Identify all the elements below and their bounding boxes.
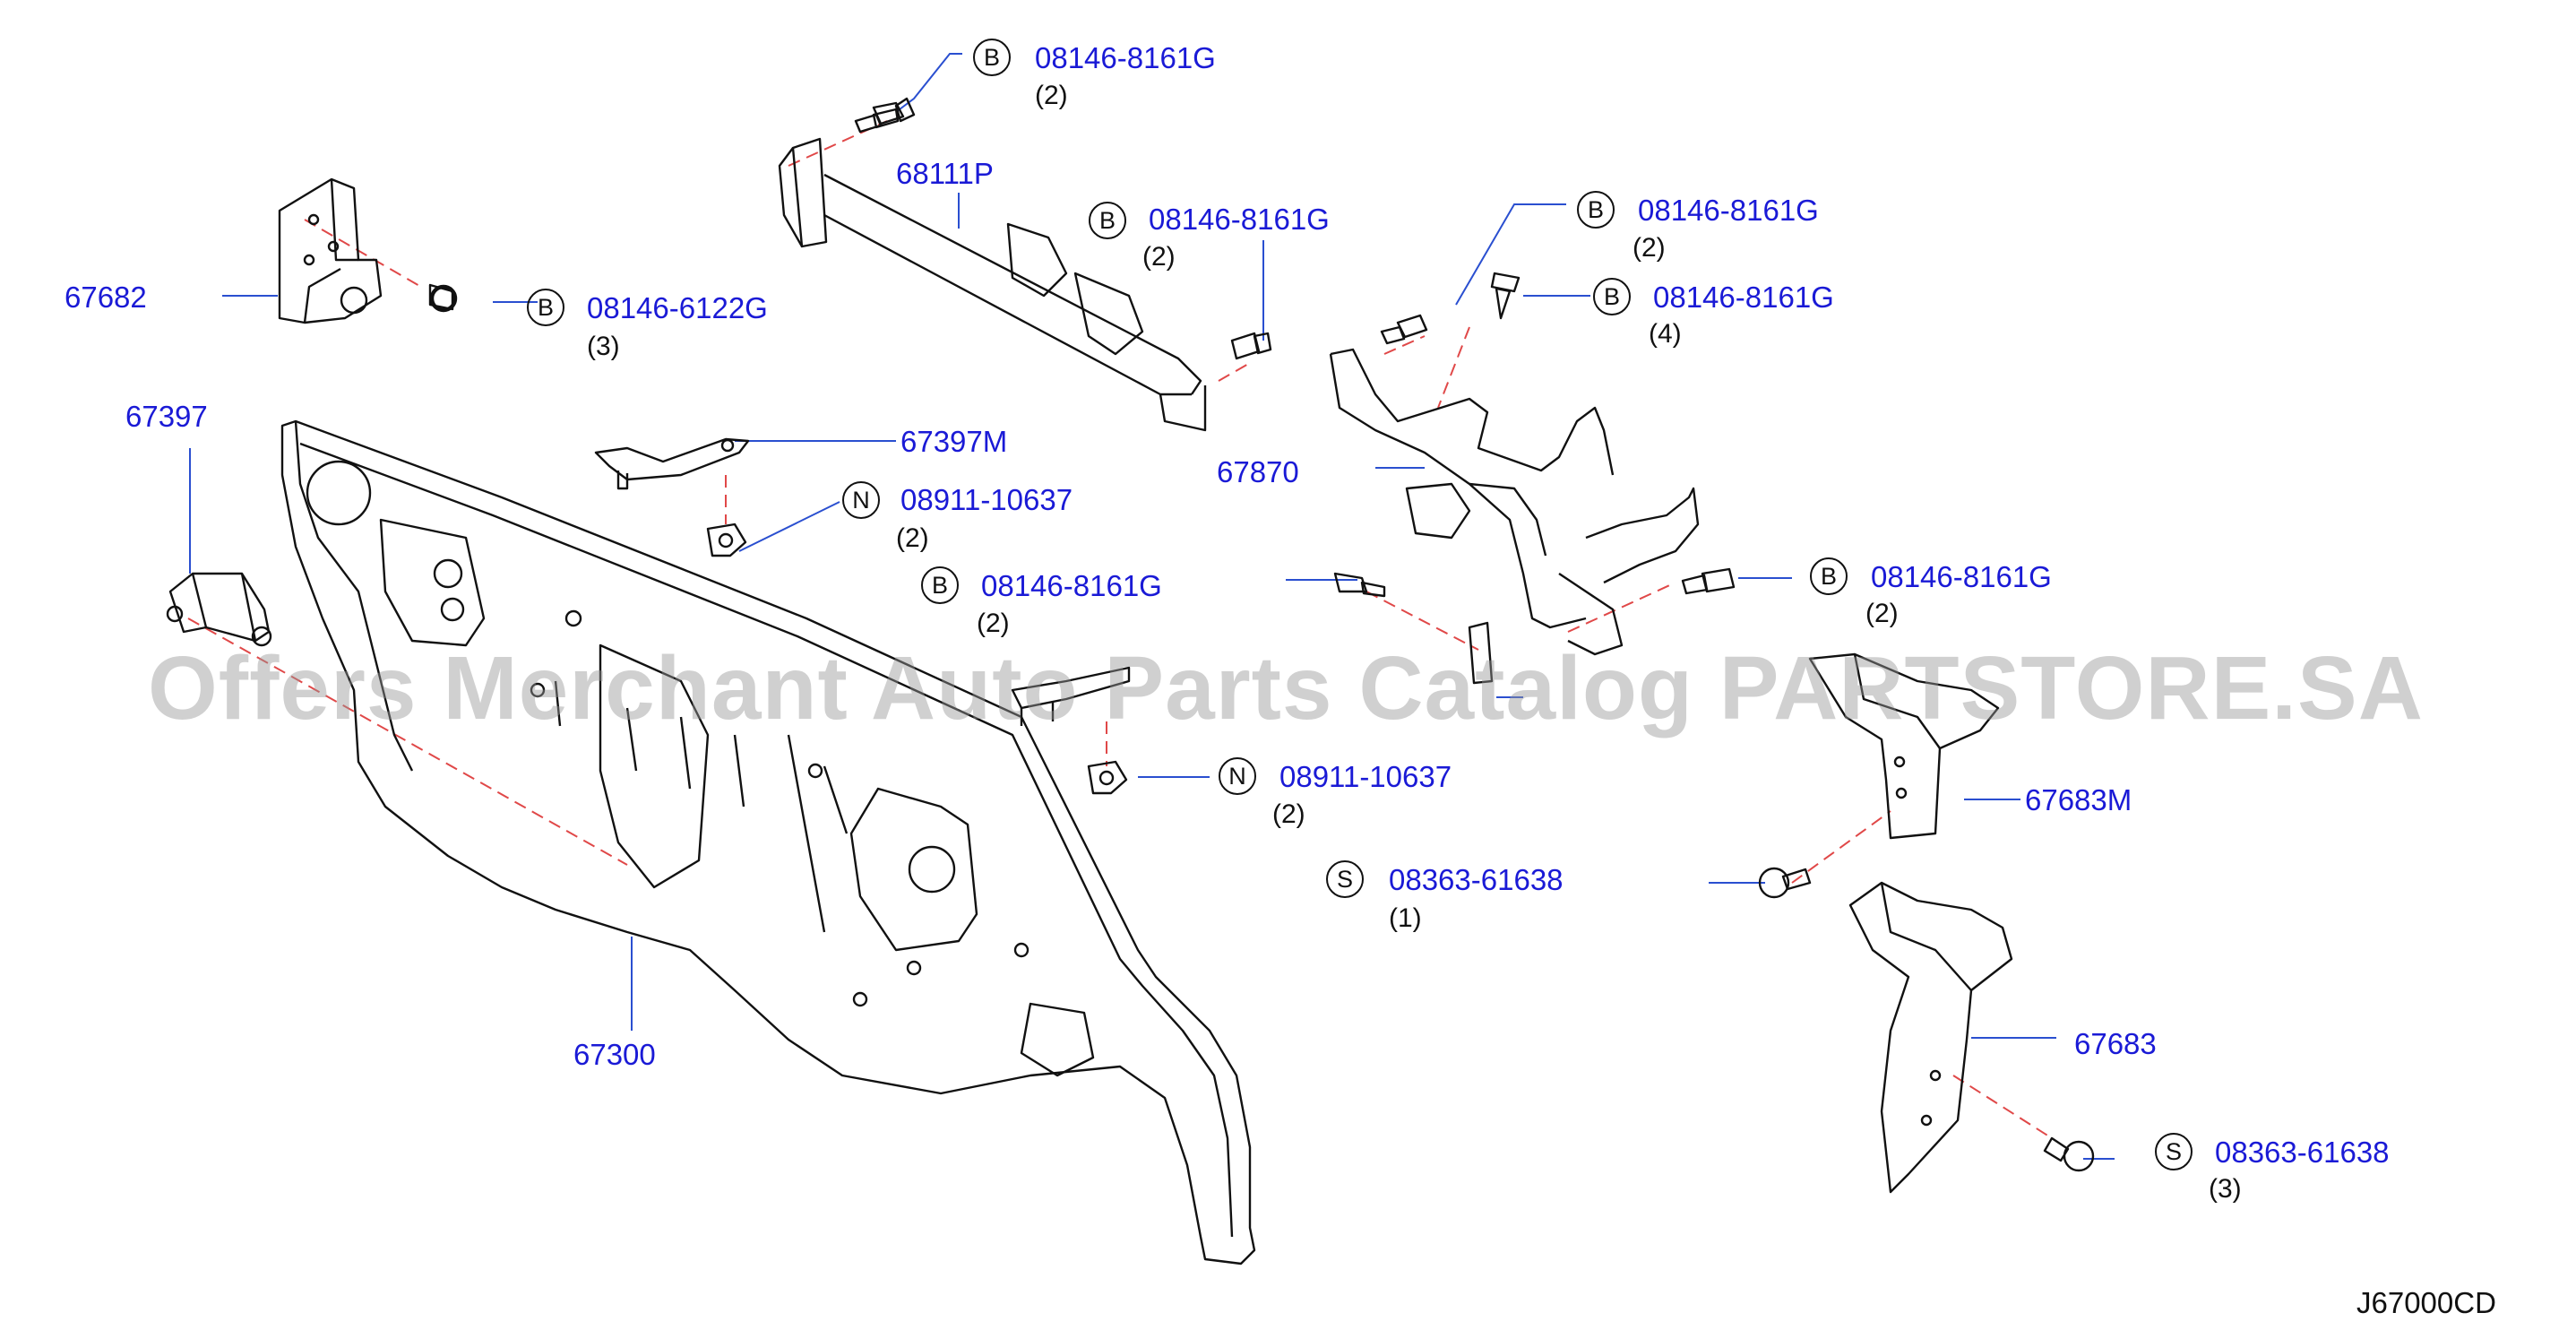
fastener-type-badge: B (1810, 557, 1848, 595)
fastener-type-badge: B (1577, 191, 1615, 229)
part-label-67300[interactable]: 67300 (573, 1038, 656, 1071)
dash-panel-67300 (280, 419, 1256, 1265)
part-label-68111P[interactable]: 68111P (896, 157, 994, 190)
bracket-67683M (1808, 652, 2000, 840)
fastener-type-badge: B (527, 289, 564, 326)
fastener-number-link[interactable]: 08363-61638 (2215, 1136, 2390, 1169)
nut-lower (1087, 760, 1128, 795)
member-67870 (1329, 348, 1700, 685)
bracket-67682 (278, 177, 456, 324)
fastener-type-badge: B (921, 566, 959, 604)
bolt-67683 (2043, 1136, 2095, 1172)
fastener-qty: (2) (1865, 599, 1899, 628)
part-label-67397M[interactable]: 67397M (900, 425, 1008, 458)
part-outlines (166, 97, 2095, 1265)
fastener-number-link[interactable]: 08146-8161G (981, 569, 1162, 602)
fastener-qty: (3) (587, 332, 620, 361)
fastener-number-link[interactable]: 08146-8161G (1653, 281, 1834, 314)
fastener-type-badge: S (2155, 1133, 2193, 1170)
bracket-67397 (166, 572, 272, 647)
fastener-qty: (2) (896, 523, 929, 553)
nut-upper (706, 522, 747, 557)
fastener-qty: (3) (2209, 1174, 2242, 1204)
screw-67870 (1490, 272, 1521, 320)
fastener-qty: (2) (1633, 233, 1666, 263)
part-label-67870[interactable]: 67870 (1217, 455, 1299, 488)
fastener-qty: (4) (1649, 319, 1682, 349)
fastener-qty: (2) (1272, 799, 1305, 829)
fastener-qty: (2) (977, 609, 1010, 638)
fastener-number-link[interactable]: 08146-8161G (1638, 194, 1819, 227)
bracket-67683 (1848, 881, 2013, 1194)
fastener-number-link[interactable]: 08911-10637 (900, 483, 1073, 516)
fastener-type-badge: N (1219, 757, 1256, 795)
fastener-number-link[interactable]: 08146-8161G (1035, 41, 1216, 74)
fastener-type-badge: B (1593, 278, 1631, 315)
part-label-67683[interactable]: 67683 (2074, 1027, 2157, 1060)
bolt-right-mid (1681, 567, 1736, 595)
fastener-qty: (2) (1035, 81, 1068, 110)
fastener-qty: (2) (1142, 242, 1176, 272)
fastener-number-link[interactable]: 08146-8161G (1149, 203, 1330, 236)
bolt-top (854, 101, 905, 134)
bolt-left-mid (1333, 572, 1386, 598)
fastener-type-badge: B (973, 39, 1011, 76)
part-label-67683M[interactable]: 67683M (2025, 783, 2132, 816)
diagram-code: J67000CD (2356, 1286, 2496, 1319)
bracket-67397M (594, 437, 750, 490)
bolt-67870-a (1380, 314, 1428, 345)
bolt-67683M (1758, 867, 1812, 899)
member-68111P (778, 97, 1272, 432)
fastener-qty: (1) (1389, 903, 1422, 933)
assembly-lines (187, 120, 2053, 1139)
watermark: Offers Merchant Auto Parts Catalog PARTS… (148, 638, 2424, 738)
bolt-67682 (429, 284, 458, 313)
fastener-number-link[interactable]: 08146-6122G (587, 291, 768, 324)
fastener-type-badge: N (842, 481, 880, 519)
fastener-number-link[interactable]: 08146-8161G (1871, 560, 2052, 593)
fastener-type-badge: B (1089, 202, 1126, 239)
leader-lines (189, 53, 2115, 1160)
fastener-number-link[interactable]: 08911-10637 (1279, 760, 1452, 793)
part-label-67682[interactable]: 67682 (65, 281, 147, 314)
part-label-67397[interactable]: 67397 (125, 400, 208, 433)
fastener-type-badge: S (1326, 860, 1364, 898)
fastener-number-link[interactable]: 08363-61638 (1389, 863, 1564, 896)
